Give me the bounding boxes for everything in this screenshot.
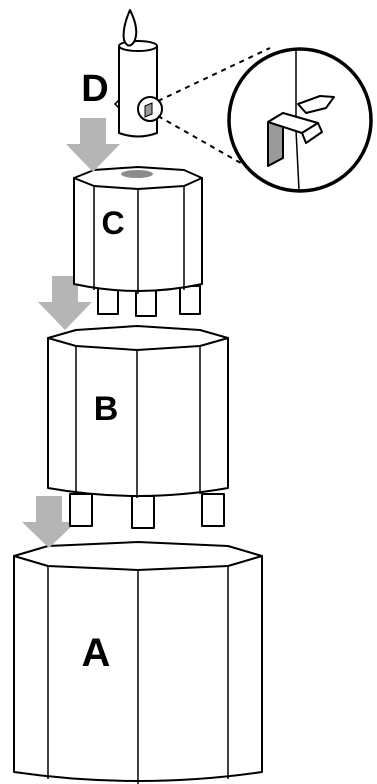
piece-b-peg (69, 493, 93, 527)
piece-b-top (47, 325, 229, 351)
candle-body (118, 45, 158, 138)
piece-b-peg (131, 495, 155, 529)
down-arrow-icon (38, 276, 92, 330)
detail-magnifier (227, 47, 373, 193)
piece-c-center-disc (121, 170, 153, 178)
arrow-d-to-c (66, 118, 120, 172)
leader-line-bottom (157, 115, 247, 167)
arrow-c-to-b (38, 276, 92, 330)
piece-a-top (13, 541, 263, 571)
down-arrow-icon (22, 496, 76, 548)
label-b: B (94, 390, 119, 428)
piece-b-peg (201, 493, 225, 527)
piece-c: C (73, 166, 203, 317)
leader-line-top (157, 47, 271, 102)
detail-upper-flap (297, 95, 335, 114)
small-tab-icon (144, 102, 153, 118)
piece-b: B (47, 325, 229, 529)
arrow-b-to-a (22, 496, 76, 548)
piece-c-top (73, 166, 203, 190)
flame-icon (122, 9, 138, 47)
down-arrow-icon (66, 118, 120, 172)
piece-b-body (47, 337, 229, 497)
piece-a: A (13, 541, 263, 784)
label-a: A (82, 631, 111, 675)
piece-c-peg (179, 285, 201, 315)
detail-tab-flap (301, 122, 323, 144)
label-c: C (101, 205, 124, 241)
piece-d: D (81, 9, 163, 138)
candle-side-tab (113, 99, 120, 109)
piece-c-peg (135, 287, 157, 317)
detail-leader-lines (157, 47, 271, 167)
label-d: D (81, 68, 108, 110)
